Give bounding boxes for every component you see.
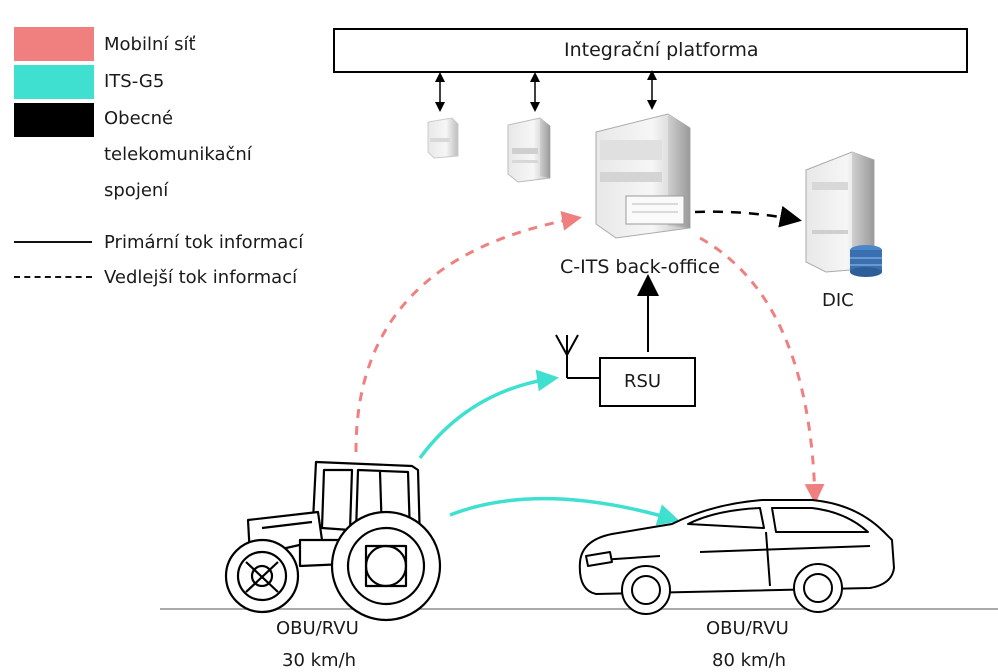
legend-label-its: ITS-G5 [104,71,165,92]
car-speed-label: 80 km/h [712,650,787,671]
car-icon [578,499,895,615]
link-tractor-car [449,496,680,526]
legend-swatch-general [14,103,94,137]
legend-label-general-3: spojení [104,180,169,201]
dic-server-icon [805,151,882,277]
legend-label-secondary: Vedlejší tok informací [104,267,298,288]
server-small-2-icon [507,117,551,183]
legend-line-dashed [14,276,92,278]
tractor-icon [224,460,442,622]
integration-platform-label: Integrační platforma [564,39,759,61]
rsu-label: RSU [624,371,662,392]
tractor-speed-label: 30 km/h [282,650,357,671]
link-backoffice-dic [694,205,802,228]
dic-label: DIC [822,290,854,311]
backoffice-label: C-ITS back-office [560,256,720,278]
backoffice-server-icon [595,113,691,239]
rsu-box [599,357,696,407]
legend-label-general-2: telekomunikační [104,144,252,165]
link-tractor-backoffice [354,210,582,453]
antenna-icon [555,334,600,379]
car-device-label: OBU/RVU [706,618,789,639]
legend-label-mobile: Mobilní síť [104,34,196,55]
legend-label-primary: Primární tok informací [104,232,304,253]
tractor-device-label: OBU/RVU [276,618,359,639]
integration-platform-box [333,28,968,73]
link-tractor-rsu [418,369,559,460]
legend-swatch-mobile [14,27,94,61]
legend-label-general-1: Obecné [104,108,174,129]
legend-swatch-its [14,65,94,99]
server-small-1-icon [427,117,459,159]
legend-line-solid [14,241,92,243]
